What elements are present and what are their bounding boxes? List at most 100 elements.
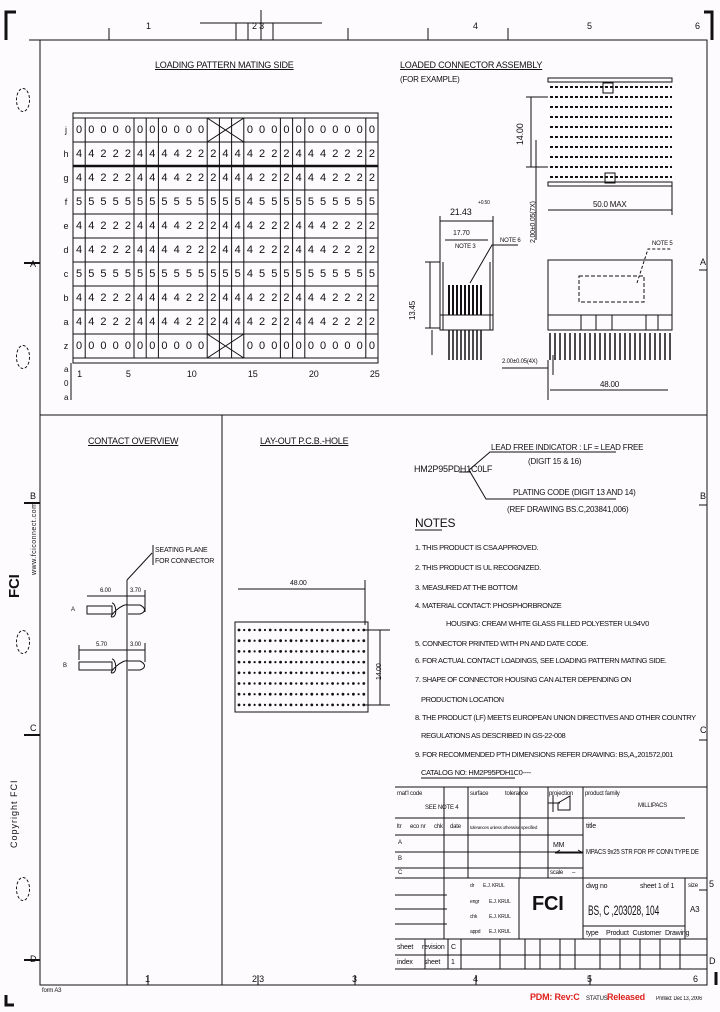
contact-cell: 2: [332, 316, 339, 328]
pcb-hole: [326, 639, 329, 642]
contact-cell: 2: [271, 220, 278, 232]
contact-cell: 0: [246, 124, 253, 136]
product-family-value: MILLIPACS: [638, 803, 668, 809]
contact-cell: 4: [234, 244, 241, 256]
contact-cell: 2: [283, 292, 290, 304]
sheet-value: 1: [451, 959, 455, 966]
contact-cell: 2: [112, 292, 119, 304]
zone-number-top: 2 3: [252, 21, 264, 31]
contact-cell: 4: [320, 292, 327, 304]
pcb-hole: [274, 703, 277, 707]
contact-cell: 4: [295, 220, 302, 232]
contact-cell: 2: [210, 244, 217, 256]
pcb-hole: [279, 650, 282, 653]
contact-cell: 0: [356, 124, 363, 136]
pcb-hole: [326, 628, 329, 632]
pcb-hole: [352, 692, 355, 696]
zone-number-top: 5: [587, 21, 592, 31]
contact-cell: 4: [307, 244, 314, 256]
seating-plane-label: FOR CONNECTOR: [155, 558, 215, 565]
product-family-label: product family: [585, 791, 620, 797]
pcb-hole: [357, 693, 360, 696]
pcb-hole: [284, 682, 287, 685]
contact-cell: 4: [161, 244, 168, 256]
contact-cell: 2: [344, 292, 351, 304]
note-item: CATALOG NO: HM2P95PDH1C0----: [421, 768, 531, 777]
pcb-hole: [352, 682, 355, 685]
pcb-hole: [347, 693, 350, 696]
pcb-hole: [274, 661, 277, 664]
contact-cell: 0: [307, 340, 314, 352]
contact-cell: 0: [76, 124, 83, 136]
pcb-hole: [357, 650, 360, 653]
contact-cell: 4: [295, 148, 302, 160]
contact-cell: 2: [210, 316, 217, 328]
pcb-hole: [310, 692, 314, 696]
pcb-hole: [315, 693, 319, 696]
contact-cell: 0: [271, 340, 278, 352]
circle-mark-icon: [16, 345, 30, 369]
pcb-hole: [268, 639, 272, 643]
contact-cell: 2: [185, 148, 192, 160]
pcb-hole: [237, 650, 241, 653]
pcb-hole: [320, 682, 324, 685]
revision-letter: B: [398, 856, 402, 862]
loading-pattern-title: LOADING PATTERN MATING SIDE: [155, 60, 294, 70]
contact-cell: 0: [198, 124, 205, 136]
pcb-hole: [326, 661, 329, 664]
contact-cell: 5: [368, 196, 375, 208]
pcb-hole: [295, 703, 298, 707]
plating-ref: (REF DRAWING BS.C,203841,006): [507, 505, 629, 514]
pcb-hole: [263, 671, 267, 674]
assembly-title: LOADED CONNECTOR ASSEMBLY: [400, 60, 543, 70]
dim-48: 48.00: [600, 380, 620, 389]
contact-cell: 2: [271, 244, 278, 256]
pcb-hole: [320, 628, 324, 632]
contact-cell: 0: [271, 124, 278, 136]
pcb-hole: [279, 628, 282, 632]
contact-cell: 4: [76, 148, 83, 160]
contact-cell: 2: [112, 244, 119, 256]
contact-cell: 2: [283, 148, 290, 160]
contact-cell: 2: [124, 292, 131, 304]
projection-label: projection: [549, 791, 574, 797]
contact-cell: 0: [88, 340, 95, 352]
contact-cell: 2: [124, 172, 131, 184]
col-date: date: [450, 824, 461, 830]
contact-cell: 5: [271, 268, 278, 280]
contact-cell: 4: [76, 172, 83, 184]
pcb-hole: [326, 671, 329, 674]
contact-cell: 4: [173, 172, 180, 184]
contact-cell: 4: [246, 268, 253, 280]
col-ltr: ltr: [397, 824, 402, 830]
matl-code-label: mat'l code: [397, 791, 423, 797]
pcb-hole: [310, 660, 314, 664]
contact-cell: 4: [137, 220, 144, 232]
contact-cell: 5: [210, 196, 217, 208]
pcb-hole: [243, 628, 246, 632]
pcb-hole: [289, 703, 293, 707]
contact-cell: 2: [368, 172, 375, 184]
contact-cell: 2: [100, 244, 107, 256]
pcb-hole: [243, 671, 246, 674]
revision-label: revision: [422, 944, 445, 951]
pcb-hole: [300, 639, 303, 643]
pcb-hole: [352, 628, 355, 632]
pcb-hole: [274, 682, 277, 685]
grid-lines: [72, 117, 379, 359]
pcb-hole: [243, 682, 246, 685]
pcb-hole: [347, 639, 350, 642]
contact-cell: 5: [137, 196, 144, 208]
sheet-index-label: index: [397, 959, 413, 966]
contact-cell: 5: [320, 196, 327, 208]
contact-cell: 4: [246, 196, 253, 208]
contact-cell: 2: [112, 148, 119, 160]
pcb-hole: [237, 682, 241, 685]
matl-code-value: SEE NOTE 4: [425, 805, 459, 811]
contact-cell: 2: [185, 220, 192, 232]
pcb-hole: [263, 628, 267, 632]
fci-logo: FCI: [532, 893, 564, 915]
pcb-hole: [258, 692, 262, 696]
corner-mark: [4, 10, 16, 40]
pcb-hole: [300, 692, 303, 696]
